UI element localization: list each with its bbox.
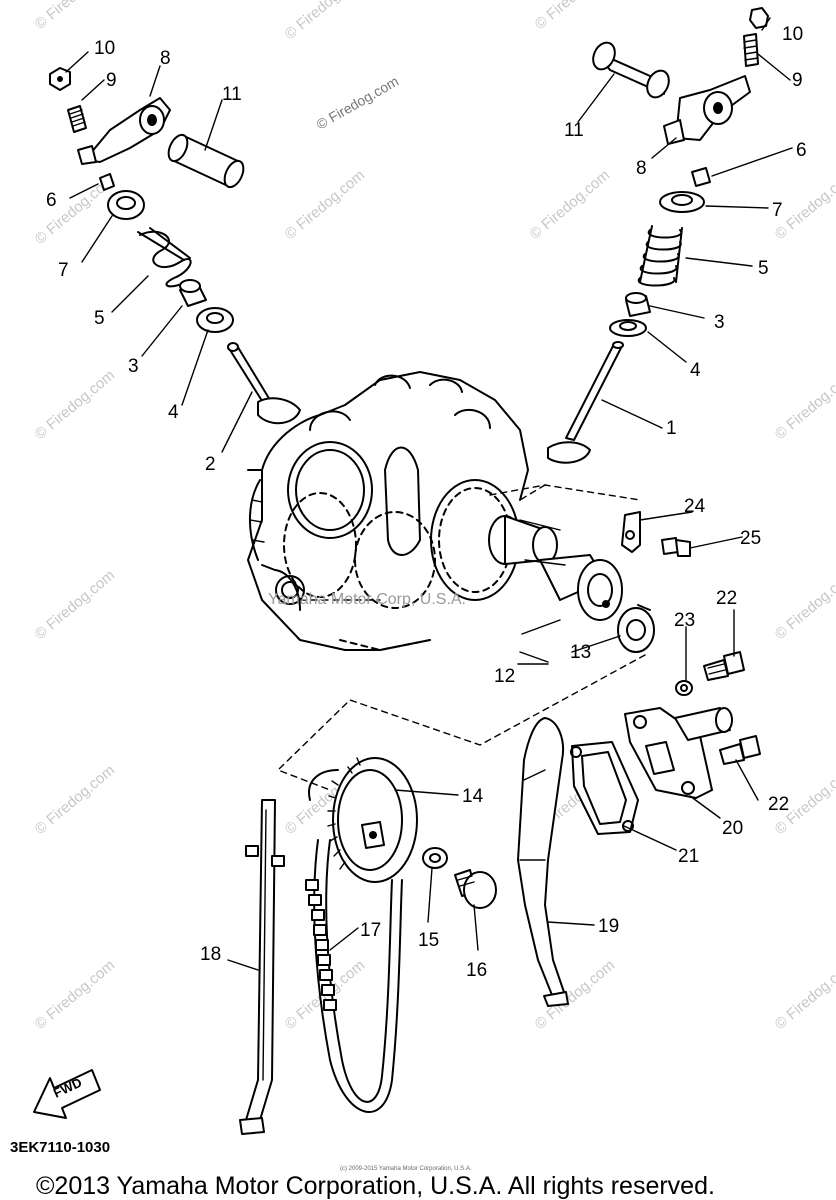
label-17: 17 <box>360 920 381 941</box>
label-11: 11 <box>564 120 584 141</box>
label-7: 7 <box>58 260 69 281</box>
spring-retainer-left <box>107 190 145 220</box>
watermark: © Firedog.com <box>772 957 836 1033</box>
rocker-shaft-left <box>167 133 245 189</box>
rocker-shaft-right <box>592 41 670 99</box>
label-9: 9 <box>106 70 117 91</box>
label-23: 23 <box>674 610 695 631</box>
spring-seat-left <box>196 307 234 333</box>
label-22: 22 <box>716 588 737 609</box>
label-2: 2 <box>205 454 216 475</box>
assembly-line <box>519 484 546 501</box>
label-24: 24 <box>684 496 706 517</box>
small-copyright: (c) 2009-2015 Yamaha Motor Corporation, … <box>340 1166 472 1172</box>
diagram-code: 3EK7110-1030 <box>10 1139 110 1156</box>
label-25: 25 <box>740 528 761 549</box>
valve-cotter-left <box>99 173 115 191</box>
watermark: © Firedog.com <box>32 957 118 1033</box>
label-22: 22 <box>768 794 789 815</box>
watermark: © Firedog.com <box>772 567 836 643</box>
label-12: 12 <box>494 666 515 687</box>
label-15: 15 <box>418 930 439 951</box>
locknut-left <box>49 67 71 91</box>
label-9: 9 <box>792 70 803 91</box>
watermark: © Firedog.com <box>772 367 836 443</box>
watermark: © Firedog.com <box>532 0 618 33</box>
spring-retainer-right <box>659 191 705 213</box>
chain-links <box>305 879 337 1011</box>
cam-plate <box>617 604 655 653</box>
label-16: 16 <box>466 960 487 981</box>
label-10: 10 <box>94 38 115 59</box>
watermark: © Firedog.com <box>32 762 118 838</box>
camshaft <box>488 515 623 621</box>
label-6: 6 <box>796 140 807 161</box>
copyright-notice: ©2013 Yamaha Motor Corporation, U.S.A. A… <box>36 1172 715 1200</box>
watermark: © Firedog.com <box>32 567 118 643</box>
rocker-arm-right <box>663 75 751 145</box>
retainer-bolt <box>661 537 691 557</box>
valve-cotter-right <box>691 167 711 187</box>
watermark: © Firedog.com <box>32 367 118 443</box>
watermark: © Firedog.com <box>282 167 368 243</box>
valve-spring-right <box>637 225 683 287</box>
label-19: 19 <box>598 916 619 937</box>
label-4: 4 <box>690 360 701 381</box>
locknut-right <box>749 7 769 29</box>
label-3: 3 <box>714 312 725 333</box>
chain-tensioner <box>624 707 733 799</box>
label-1: 1 <box>666 418 677 439</box>
cam-sprocket <box>327 757 418 883</box>
forward-arrow-icon: FWD <box>33 1069 101 1119</box>
tensioner-bolt-lower <box>719 735 761 765</box>
label-4: 4 <box>168 402 179 423</box>
watermark: © Firedog.com <box>282 0 368 43</box>
leader-lines <box>65 17 793 971</box>
tensioner-gasket <box>570 741 639 835</box>
label-8: 8 <box>160 48 171 69</box>
cam-retainer <box>621 511 641 553</box>
sprocket-bolt <box>454 869 497 909</box>
label-10: 10 <box>782 24 803 45</box>
label-5: 5 <box>758 258 769 279</box>
label-6: 6 <box>46 190 57 211</box>
label-3: 3 <box>128 356 139 377</box>
valve-seal-left <box>179 279 207 307</box>
label-21: 21 <box>678 846 699 867</box>
rocker-arm-left <box>77 97 171 165</box>
center-watermark: Yamaha Motor Corp, U.S.A. <box>268 591 466 608</box>
chain-guide-intake <box>517 717 569 1007</box>
valve-spring-left <box>137 227 192 288</box>
label-13: 13 <box>570 642 591 663</box>
assembly-line <box>277 654 646 791</box>
label-14: 14 <box>462 786 484 807</box>
watermark: © Firedog.com <box>527 167 613 243</box>
watermark: © Firedog.com <box>32 0 118 33</box>
label-18: 18 <box>200 944 221 965</box>
sprocket-washer <box>422 847 448 869</box>
adjust-screw-right <box>743 33 759 67</box>
adjust-screw-left <box>67 105 87 133</box>
chain-guide-exhaust <box>239 799 285 1135</box>
valve-seal-right <box>625 292 651 317</box>
timing-chain <box>305 769 403 1113</box>
part-labels: 10 9 8 11 6 7 5 3 4 2 10 9 11 8 6 7 5 3 … <box>46 24 807 981</box>
label-5: 5 <box>94 308 105 329</box>
tensioner-bolt-upper <box>703 651 745 681</box>
exhaust-valve <box>227 342 301 425</box>
label-11: 11 <box>222 84 242 105</box>
label-7: 7 <box>772 200 783 221</box>
label-8: 8 <box>636 158 647 179</box>
label-20: 20 <box>722 818 743 839</box>
tensioner-washer <box>675 680 693 696</box>
intake-valve <box>547 341 624 464</box>
watermark: © Firedog.com <box>314 73 402 133</box>
spring-seat-right <box>609 319 647 337</box>
